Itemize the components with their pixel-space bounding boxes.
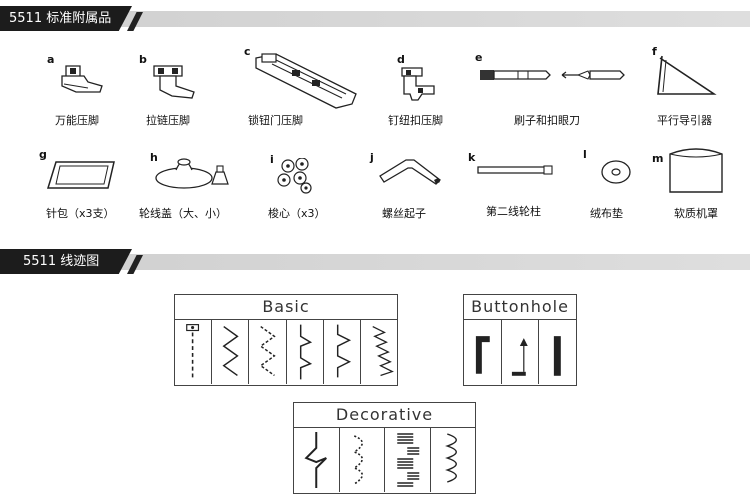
stitch-blind-hem bbox=[287, 320, 324, 384]
item-letter: c bbox=[244, 45, 251, 58]
quilting-guide-icon bbox=[657, 55, 717, 95]
screwdriver-icon bbox=[379, 159, 441, 185]
panel-title: Buttonhole bbox=[464, 295, 576, 320]
dust-cover-icon bbox=[669, 148, 723, 193]
item-letter: i bbox=[270, 153, 274, 166]
section-header-stitch-chart: 5511 线迹图 bbox=[0, 249, 750, 274]
item-label: 拉链压脚 bbox=[146, 114, 190, 127]
header-bar bbox=[0, 254, 750, 270]
item-letter: l bbox=[583, 148, 587, 161]
item-letter: j bbox=[370, 151, 374, 164]
needle-pack-icon bbox=[46, 161, 115, 189]
brush-and-seam-ripper-icon bbox=[480, 70, 625, 80]
buttonhole-step-2 bbox=[502, 320, 540, 384]
basic-stitch-panel: Basic bbox=[174, 294, 398, 386]
bobbins-icon bbox=[277, 158, 312, 194]
stitch-three-step-zigzag bbox=[249, 320, 287, 384]
scallop-stitch-icon bbox=[351, 435, 363, 485]
button-sewing-foot-icon bbox=[401, 67, 435, 101]
buttonhole-right-bar-icon bbox=[554, 336, 562, 376]
buttonhole-foot-icon bbox=[255, 53, 357, 109]
decorative-stitch-panel: Decorative bbox=[293, 402, 476, 494]
panel-title: Decorative bbox=[294, 403, 475, 428]
item-letter: b bbox=[139, 53, 147, 66]
item-label: 万能压脚 bbox=[55, 114, 99, 127]
section-title: 5511 线迹图 bbox=[0, 249, 132, 274]
item-label: 轮线盖（大、小） bbox=[139, 207, 227, 220]
decorative-stitch-1 bbox=[294, 428, 340, 492]
item-label: 刷子和扣眼刀 bbox=[514, 114, 580, 127]
stitch-zigzag bbox=[212, 320, 250, 384]
section-header-accessories: 5511 标准附属品 bbox=[0, 6, 750, 31]
item-label: 钉纽扣压脚 bbox=[388, 114, 443, 127]
buttonhole-left-bar-icon bbox=[475, 336, 490, 374]
item-letter: d bbox=[397, 53, 405, 66]
section-title: 5511 标准附属品 bbox=[0, 6, 132, 31]
zipper-foot-icon bbox=[153, 65, 195, 99]
stitch-straight bbox=[175, 320, 213, 384]
stitch-overlock bbox=[361, 320, 397, 384]
buttonhole-step-3 bbox=[539, 320, 576, 384]
stretch-blind-hem-icon bbox=[336, 324, 351, 378]
item-letter: g bbox=[39, 148, 47, 161]
item-label: 螺丝起子 bbox=[382, 207, 426, 220]
buttonhole-stitch-panel: Buttonhole bbox=[463, 294, 577, 386]
spool-cap-icon bbox=[155, 158, 229, 189]
blind-hem-stitch-icon bbox=[299, 324, 312, 380]
item-label: 第二线轮柱 bbox=[486, 205, 541, 218]
decorative-stitch-3 bbox=[385, 428, 431, 492]
spool-pin-icon bbox=[477, 165, 553, 175]
felt-pad-icon bbox=[601, 160, 631, 184]
item-letter: f bbox=[652, 45, 657, 58]
item-letter: m bbox=[652, 152, 664, 165]
panel-title: Basic bbox=[175, 295, 397, 320]
all-purpose-foot-icon bbox=[61, 65, 103, 93]
item-label: 绒布垫 bbox=[590, 207, 623, 220]
item-letter: k bbox=[468, 151, 476, 164]
item-letter: h bbox=[150, 151, 158, 164]
buttonhole-arrow-icon bbox=[511, 338, 528, 376]
item-label: 平行导引器 bbox=[657, 114, 712, 127]
serpentine-stitch-icon bbox=[444, 433, 457, 483]
header-bar bbox=[0, 11, 750, 27]
stitch-stretch-blind-hem bbox=[324, 320, 361, 384]
item-label: 锁钮门压脚 bbox=[248, 114, 303, 127]
rickrack-stitch-icon bbox=[304, 432, 327, 488]
decorative-stitch-2 bbox=[340, 428, 385, 492]
decorative-stitch-4 bbox=[431, 428, 476, 492]
three-step-zigzag-icon bbox=[259, 325, 277, 377]
item-label: 梭心（x3） bbox=[268, 207, 326, 220]
buttonhole-step-1 bbox=[464, 320, 502, 384]
overlock-stitch-icon bbox=[372, 326, 394, 377]
satin-block-stitch-icon bbox=[397, 433, 420, 487]
item-label: 针包（x3支） bbox=[46, 207, 115, 220]
item-letter: a bbox=[47, 53, 55, 66]
zigzag-stitch-icon bbox=[222, 325, 239, 377]
item-letter: e bbox=[475, 51, 483, 64]
item-label: 软质机罩 bbox=[674, 207, 718, 220]
straight-stitch-icon bbox=[186, 324, 200, 380]
